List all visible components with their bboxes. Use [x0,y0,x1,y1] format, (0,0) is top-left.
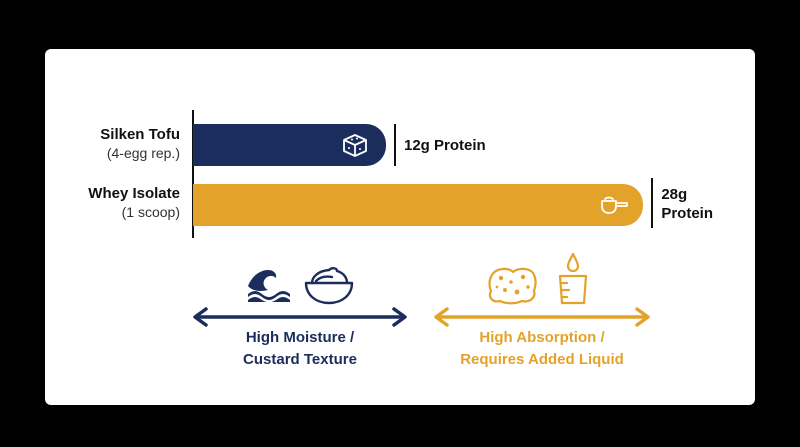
scoop-icon [601,196,629,214]
right-double-arrow [434,307,650,327]
custard-bowl-icon [304,267,354,305]
tofu-cube-icon [343,134,367,157]
infographic-card [45,49,755,405]
value-label-whey-isolate: 28g Protein [661,185,713,223]
value-label-line: 12g Protein [404,137,486,154]
high-absorption-caption: High Absorption / Requires Added Liquid [431,327,653,371]
left-double-arrow [193,307,407,327]
bar-whey-isolate [193,184,644,226]
value-label-silken-tofu: 12g Protein [404,136,486,155]
caption-line: Requires Added Liquid [460,351,624,368]
value-tick-whey-isolate [651,178,654,228]
bar-silken-tofu [193,124,386,166]
category-label-silken-tofu: Silken Tofu (4-egg rep.) [100,125,180,163]
wave-icon [248,270,290,302]
category-name: Silken Tofu [100,126,180,143]
category-axis-line [192,110,194,238]
value-label-line: Protein [661,205,714,222]
category-subtitle: (4-egg rep.) [106,145,180,161]
high-moisture-caption: High Moisture / Custard Texture [200,327,400,371]
category-name: Whey Isolate [88,185,180,202]
value-tick-silken-tofu [394,124,396,166]
caption-line: High Absorption / [479,329,605,346]
caption-line: Custard Texture [243,351,357,368]
value-label-line: 28g [661,186,688,203]
measuring-beaker-icon [558,252,588,305]
category-subtitle: (1 scoop) [121,204,180,220]
caption-line: High Moisture / [245,329,355,346]
category-label-whey-isolate: Whey Isolate (1 scoop) [88,184,180,222]
sponge-icon [488,267,537,305]
